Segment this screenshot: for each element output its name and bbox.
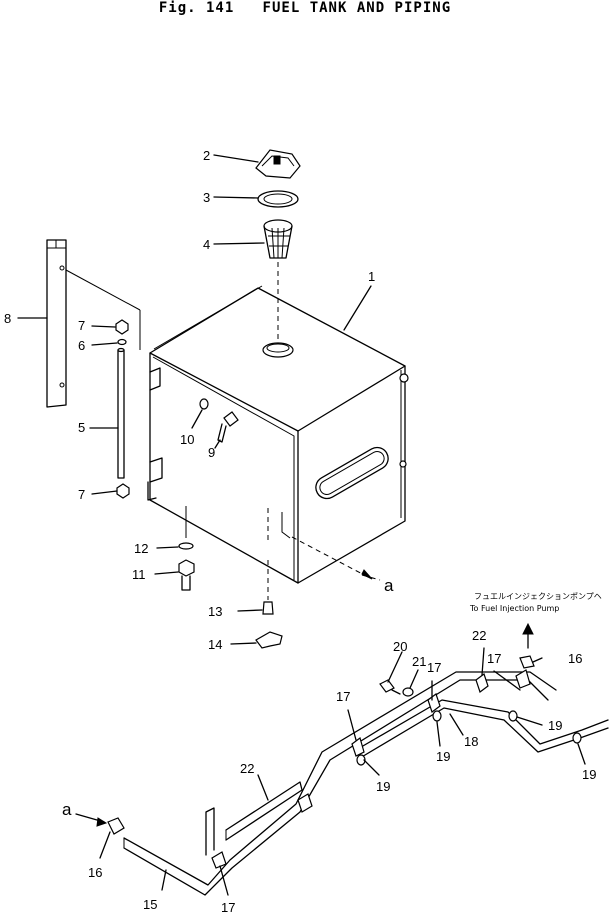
callout-19-a: 19 xyxy=(376,779,391,794)
callout-20: 20 xyxy=(393,639,408,654)
washer-top xyxy=(91,338,127,346)
callout-17-a: 17 xyxy=(221,900,236,915)
callout-9: 9 xyxy=(208,445,216,460)
pump-note-english: To Fuel Injection Pump xyxy=(470,604,560,613)
figure-title: Fig. 141 FUEL TANK AND PIPING xyxy=(158,0,452,16)
callout-22-b: 22 xyxy=(472,628,487,643)
leader-lines xyxy=(99,285,586,896)
callout-16-bottom: 16 xyxy=(88,865,103,880)
callout-13: 13 xyxy=(208,604,223,619)
drain-bolt xyxy=(154,559,195,591)
callout-10: 10 xyxy=(180,432,195,447)
callout-22-a: 22 xyxy=(240,761,255,776)
drain-elbow xyxy=(230,631,283,649)
nut-bottom xyxy=(91,483,130,499)
fuel-pipe xyxy=(107,655,609,896)
pump-direction-arrow xyxy=(522,622,534,649)
callout-6: 6 xyxy=(78,338,86,353)
ref-arrow-bottom xyxy=(75,813,108,827)
callout-17-c: 17 xyxy=(427,660,442,675)
washer-10 xyxy=(191,398,209,429)
strainer xyxy=(213,219,293,340)
callout-17-b: 17 xyxy=(336,689,351,704)
gasket xyxy=(213,190,299,208)
ref-arrow-top xyxy=(361,574,381,581)
callout-19-c: 19 xyxy=(548,718,563,733)
callout-4: 4 xyxy=(203,237,211,252)
callout-19-b: 19 xyxy=(436,749,451,764)
callout-18: 18 xyxy=(464,734,479,749)
reference-a-top: a xyxy=(384,576,394,595)
level-gauge-bar xyxy=(17,239,141,408)
drain-washer xyxy=(156,506,194,550)
callout-2: 2 xyxy=(203,148,211,163)
callout-15: 15 xyxy=(143,897,158,912)
callout-5: 5 xyxy=(78,420,86,435)
bolt-9 xyxy=(214,411,239,449)
callout-17-d: 17 xyxy=(487,651,502,666)
callout-19-d: 19 xyxy=(582,767,597,782)
nut-top xyxy=(91,319,129,335)
callout-7-top: 7 xyxy=(78,318,86,333)
callout-8: 8 xyxy=(4,311,12,326)
pump-note-japanese: フュエルインジェクションポンプヘ xyxy=(474,592,602,601)
callout-21: 21 xyxy=(412,654,427,669)
filler-cap xyxy=(213,149,301,179)
callout-1: 1 xyxy=(368,269,376,284)
reference-a-bottom: a xyxy=(62,800,72,819)
callout-7-bottom: 7 xyxy=(78,487,86,502)
callout-11: 11 xyxy=(132,567,146,582)
gauge-pipe xyxy=(89,347,125,479)
drain-cock xyxy=(237,560,274,615)
fuel-tank xyxy=(147,285,409,584)
callout-12: 12 xyxy=(134,541,149,556)
callout-14: 14 xyxy=(208,637,223,652)
callout-3: 3 xyxy=(203,190,211,205)
callout-16-top: 16 xyxy=(568,651,583,666)
